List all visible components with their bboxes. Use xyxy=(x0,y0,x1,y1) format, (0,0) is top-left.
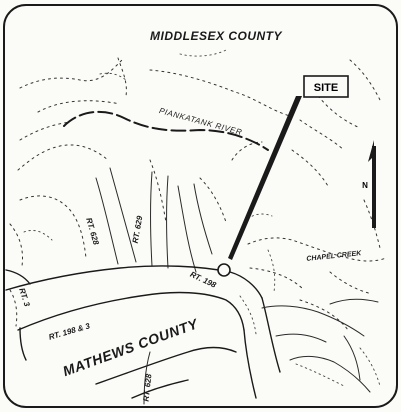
shoreline-dotted xyxy=(9,49,387,387)
route-label-628-lower: RT. 628 xyxy=(142,373,154,402)
county-label-north: MIDDLESEX COUNTY xyxy=(150,29,283,43)
highway-rt-198 xyxy=(5,265,281,399)
route-label-198-3: RT. 198 & 3 xyxy=(48,321,92,341)
route-label-198: RT. 198 xyxy=(189,270,218,290)
road-rt-628-lower xyxy=(19,327,237,405)
map-frame xyxy=(3,4,398,408)
site-label: SITE xyxy=(314,82,338,94)
route-label-628-upper: RT. 628 xyxy=(84,217,100,247)
route-label-3: RT. 3 xyxy=(17,287,32,308)
north-label: N xyxy=(362,181,368,190)
site-marker: SITE xyxy=(217,75,349,277)
road-rt-3 xyxy=(5,269,31,285)
river-label: PIANKATANK RIVER xyxy=(158,106,243,137)
creek-label: CHAPEL CREEK xyxy=(306,250,362,263)
route-label-629: RT. 629 xyxy=(131,215,145,244)
river-channel xyxy=(63,110,269,151)
north-arrow-icon: N xyxy=(362,140,376,228)
east-roads xyxy=(261,298,379,393)
secondary-roads xyxy=(95,167,213,273)
